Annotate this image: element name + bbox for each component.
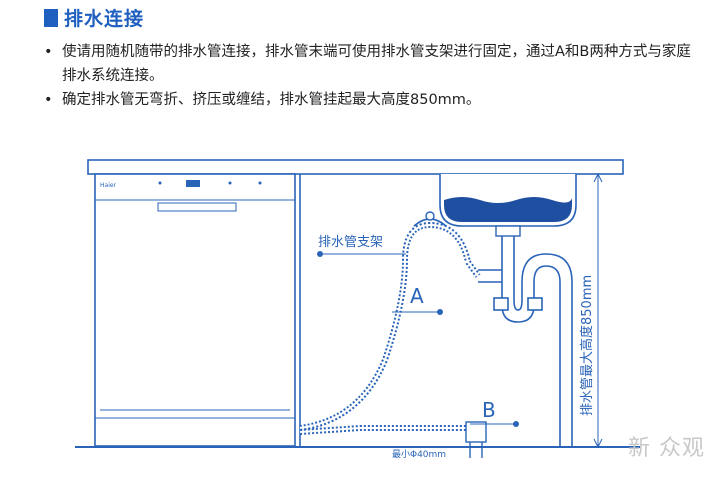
bracket-label: 排水管支架 [318,235,383,250]
route-a-label: A [410,284,424,308]
brand-logo: Haier [100,182,117,189]
watermark: 新 众观 [628,436,705,461]
heading-marker [44,8,58,27]
instruction-item-2: • 确定排水管无弯折、挤压或缠结，排水管挂起最大高度850mm。 [44,88,694,112]
min-diameter-label: 最小Φ40mm [392,449,446,460]
instruction-text-1: 使请用随机随带的排水管连接，排水管末端可使用排水管支架进行固定，通过A和B两种方… [62,44,691,84]
drain-hose-a [299,211,481,431]
instruction-text-2: 确定排水管无弯折、挤压或缠结，排水管挂起最大高度850mm。 [62,92,481,108]
display-panel [186,180,200,187]
hose-bracket-icon [425,211,435,221]
sink-basin [439,174,577,237]
floor-drain [465,421,487,443]
bullet-icon: • [44,92,53,108]
section-title: 排水连接 [64,8,145,30]
drain-hose-b [299,421,487,458]
bullet-icon: • [44,44,53,60]
instruction-item-1: • 使请用随机随带的排水管连接，排水管末端可使用排水管支架进行固定，通过A和B两… [44,40,694,88]
countertop [87,159,624,175]
dishwasher-handle [157,202,237,212]
route-b-label: B [482,398,496,422]
height-label: 排水管最大高度850mm [579,275,595,416]
section-heading: 排水连接 [44,4,144,31]
dishwasher: Haier [94,173,296,447]
instruction-list: • 使请用随机随带的排水管连接，排水管末端可使用排水管支架进行固定，通过A和B两… [44,40,694,112]
drain-trap [478,236,573,447]
height-dimension [590,172,606,449]
